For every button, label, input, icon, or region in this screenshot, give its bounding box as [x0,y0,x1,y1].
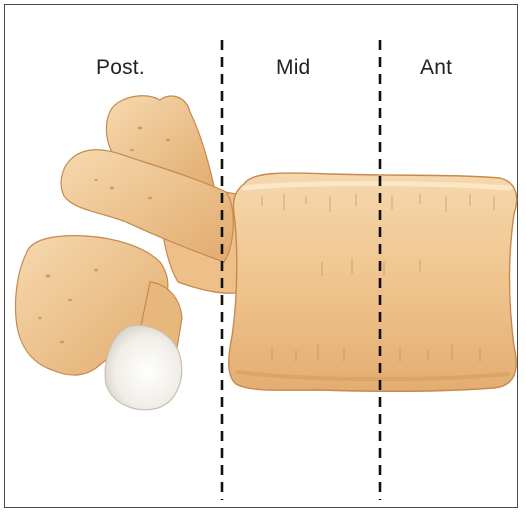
column-label-anterior: Ant [420,56,452,80]
column-label-posterior: Post. [96,56,145,80]
column-label-middle: Mid [276,56,310,80]
